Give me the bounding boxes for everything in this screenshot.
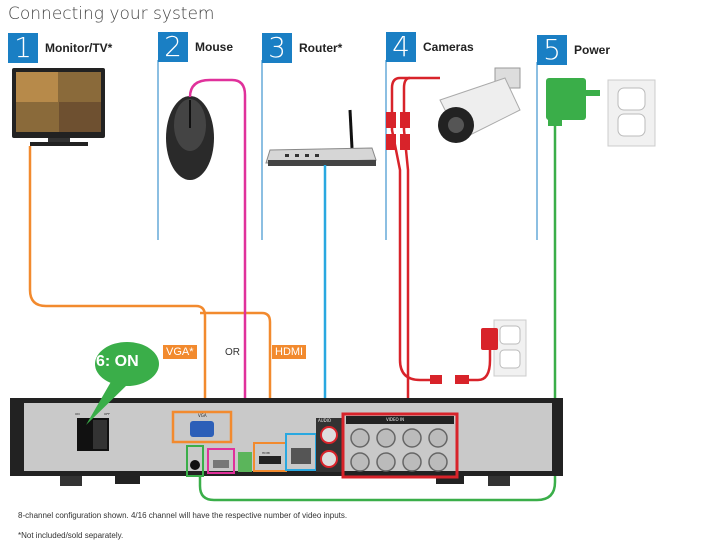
router-image bbox=[265, 109, 377, 166]
hdmi-port-label: HDMI bbox=[262, 451, 271, 455]
wall-outlet-image bbox=[607, 79, 656, 147]
step-cameras: 4 Cameras bbox=[386, 32, 474, 62]
vga-port-label: VGA bbox=[198, 413, 207, 418]
hdmi-label: HDMI bbox=[272, 345, 307, 359]
hdmi-cable bbox=[200, 311, 272, 445]
step-router: 3 Router* bbox=[262, 33, 342, 63]
or-label: OR bbox=[225, 347, 240, 358]
step-number: 2 bbox=[158, 32, 188, 62]
power-on-callout bbox=[86, 342, 159, 425]
dc-power-port[interactable] bbox=[186, 445, 204, 477]
camera-power-cable bbox=[390, 76, 440, 382]
camera-image bbox=[438, 67, 521, 143]
dvr-rear-panel bbox=[10, 398, 563, 486]
power-on-label: 6: ON bbox=[96, 353, 139, 370]
step-power: 5 Power bbox=[537, 35, 610, 65]
power-switch[interactable] bbox=[77, 418, 109, 451]
video-in-ports[interactable] bbox=[341, 412, 459, 479]
step-label: Power bbox=[574, 43, 611, 57]
step-monitor: 1 Monitor/TV* bbox=[8, 33, 112, 63]
audio-label: AUDIO bbox=[318, 418, 332, 423]
not-included-note: *Not included/sold separately. bbox=[18, 531, 124, 540]
switch-off-label: OFF bbox=[104, 412, 110, 416]
monitor-image bbox=[12, 68, 105, 146]
vga-port[interactable] bbox=[171, 410, 233, 444]
step-mouse: 2 Mouse bbox=[158, 32, 233, 62]
switch-on-label: ON bbox=[75, 412, 80, 416]
step-number: 4 bbox=[386, 32, 416, 62]
camera-outlet-image bbox=[481, 319, 527, 377]
step-label: Mouse bbox=[195, 40, 234, 54]
power-adapter-image bbox=[546, 78, 600, 126]
power-cable bbox=[198, 126, 557, 502]
step-label: Router* bbox=[299, 41, 343, 55]
channel-note: 8-channel configuration shown. 4/16 chan… bbox=[18, 511, 348, 520]
camera-video-cable bbox=[402, 76, 411, 414]
video-in-label: VIDEO IN bbox=[386, 417, 405, 422]
page-title: Connecting your system bbox=[8, 4, 215, 24]
vga-label: VGA* bbox=[163, 345, 197, 359]
step-label: Cameras bbox=[423, 40, 474, 54]
step-label: Monitor/TV* bbox=[45, 41, 113, 55]
usb-port[interactable] bbox=[207, 448, 235, 474]
mouse-image bbox=[166, 96, 214, 180]
step-number: 5 bbox=[537, 35, 567, 65]
step-number: 3 bbox=[262, 33, 292, 63]
step-number: 1 bbox=[8, 33, 38, 63]
